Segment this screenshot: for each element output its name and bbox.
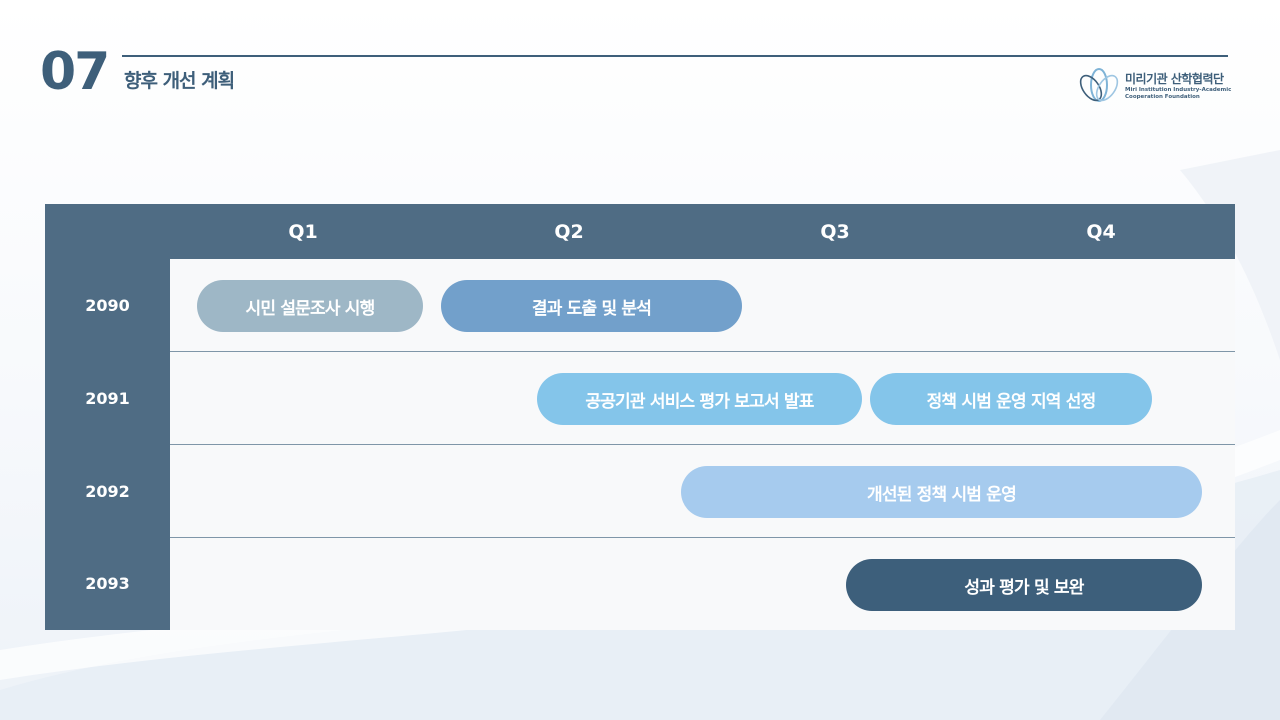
- year-label-2093: 2093: [85, 574, 130, 593]
- timeline-table: Q1 Q2 Q3 Q4 2090 2091 2092 2093 시민 설문조사 …: [45, 204, 1235, 630]
- year-label-2090: 2090: [85, 296, 130, 315]
- logo-subtitle-line2: Cooperation Foundation: [1125, 93, 1200, 100]
- logo-subtitle: Miri Institution Industry-Academic Coope…: [1125, 87, 1231, 101]
- task-bar: 성과 평가 및 보완: [846, 559, 1202, 611]
- task-bar: 결과 도출 및 분석: [441, 280, 742, 332]
- logo-subtitle-line1: Miri Institution Industry-Academic: [1125, 87, 1232, 93]
- quarter-header-q2: Q2: [554, 221, 584, 243]
- task-bar: 공공기관 서비스 평가 보고서 발표: [537, 373, 862, 425]
- row-divider: [170, 351, 1235, 352]
- logo-petal-icon: [1079, 68, 1119, 102]
- quarter-header-q4: Q4: [1086, 221, 1116, 243]
- section-number: 07: [40, 42, 110, 102]
- year-label-2092: 2092: [85, 482, 130, 501]
- quarter-header-q1: Q1: [288, 221, 318, 243]
- header-divider: [122, 55, 1228, 57]
- quarter-header-row: Q1 Q2 Q3 Q4: [45, 204, 1235, 259]
- task-bar: 시민 설문조사 시행: [197, 280, 423, 332]
- task-bar: 정책 시범 운영 지역 선정: [870, 373, 1152, 425]
- row-divider: [170, 537, 1235, 538]
- row-divider: [170, 444, 1235, 445]
- logo: 미리기관 산학협력단 Miri Institution Industry-Aca…: [1076, 66, 1236, 106]
- task-bar: 개선된 정책 시범 운영: [681, 466, 1202, 518]
- page-title: 향후 개선 계획: [124, 70, 235, 92]
- quarter-header-q3: Q3: [820, 221, 850, 243]
- logo-name: 미리기관 산학협력단: [1125, 72, 1224, 86]
- year-label-2091: 2091: [85, 389, 130, 408]
